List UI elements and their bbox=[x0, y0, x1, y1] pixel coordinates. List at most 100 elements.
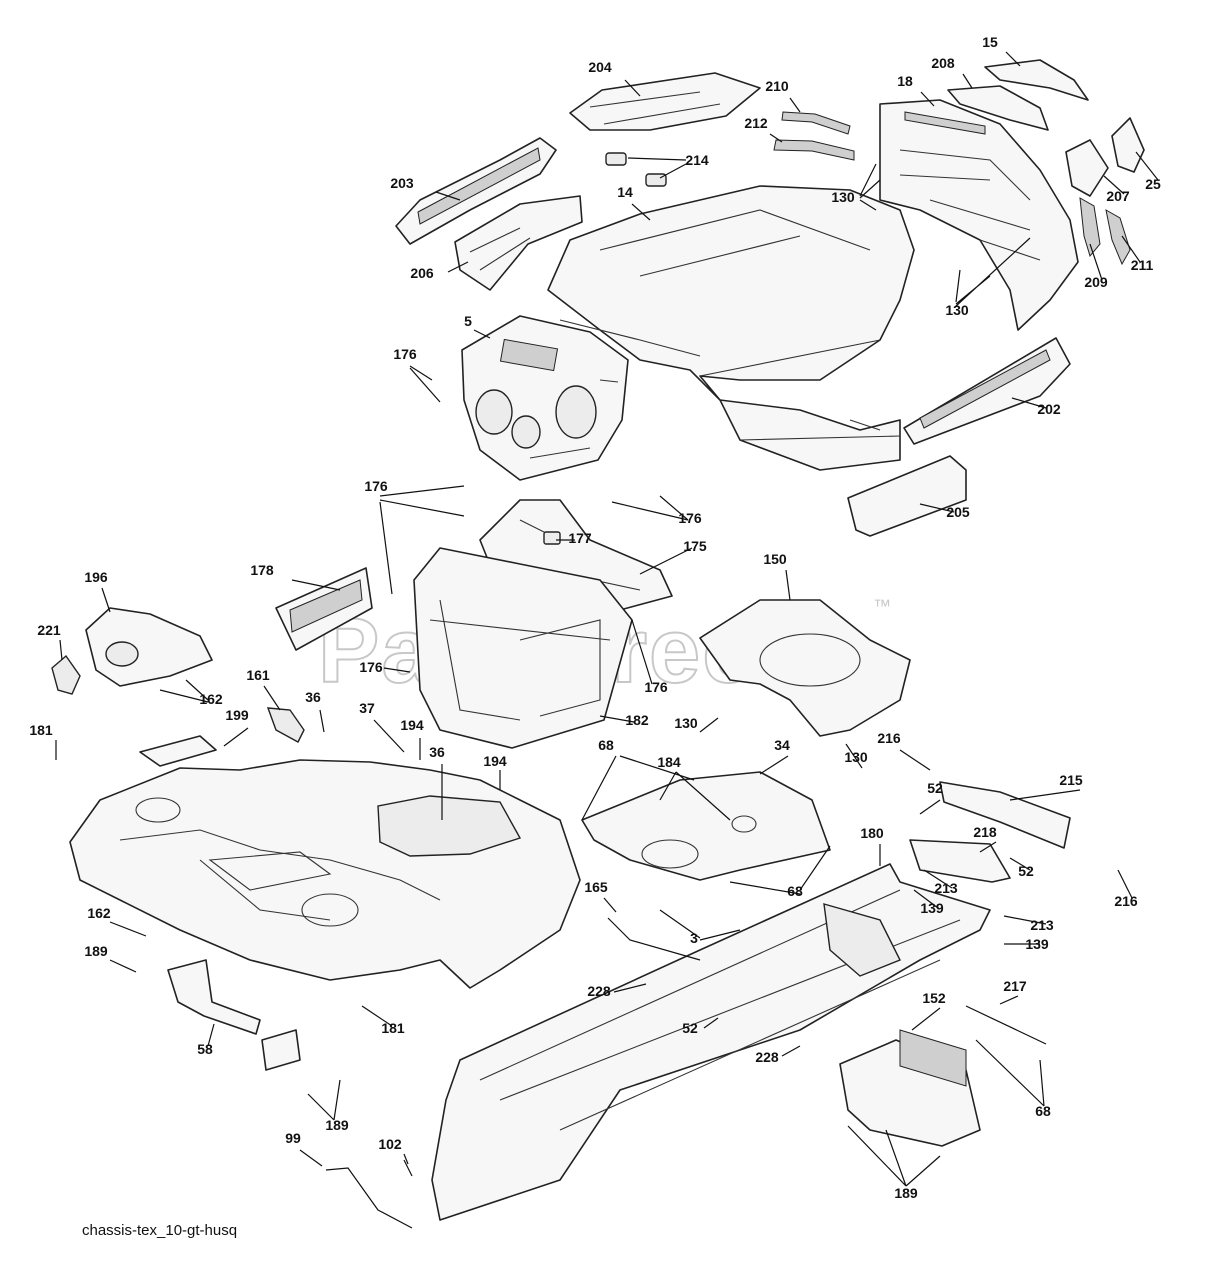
part-102[interactable] bbox=[403, 1159, 413, 1177]
part-99[interactable] bbox=[325, 1167, 413, 1229]
callout-3[interactable]: 3 bbox=[690, 930, 698, 946]
callout-181[interactable]: 181 bbox=[29, 722, 53, 738]
callout-139[interactable]: 139 bbox=[920, 900, 944, 916]
part-212[interactable] bbox=[773, 139, 855, 161]
callout-210[interactable]: 210 bbox=[765, 78, 789, 94]
callout-221[interactable]: 221 bbox=[37, 622, 61, 638]
callout-189[interactable]: 189 bbox=[84, 943, 108, 959]
callout-52[interactable]: 52 bbox=[1018, 863, 1034, 879]
part-206[interactable] bbox=[454, 195, 583, 291]
part-14[interactable] bbox=[547, 185, 915, 471]
callout-215[interactable]: 215 bbox=[1059, 772, 1083, 788]
part-182[interactable] bbox=[413, 547, 633, 749]
callout-52[interactable]: 52 bbox=[927, 780, 943, 796]
callout-176[interactable]: 176 bbox=[678, 510, 702, 526]
part-177[interactable] bbox=[543, 531, 561, 545]
part-178[interactable] bbox=[275, 567, 373, 651]
callout-162[interactable]: 162 bbox=[199, 691, 223, 707]
part-215[interactable] bbox=[939, 781, 1071, 849]
callout-68[interactable]: 68 bbox=[787, 883, 803, 899]
callout-218[interactable]: 218 bbox=[973, 824, 997, 840]
part-161[interactable] bbox=[266, 707, 305, 743]
part-5[interactable] bbox=[461, 315, 629, 481]
part-221[interactable] bbox=[51, 654, 81, 695]
callout-184[interactable]: 184 bbox=[657, 754, 681, 770]
part-58[interactable] bbox=[167, 959, 301, 1071]
part-208[interactable] bbox=[947, 85, 1049, 131]
callout-5[interactable]: 5 bbox=[464, 313, 472, 329]
callout-176[interactable]: 176 bbox=[393, 346, 417, 362]
callout-213[interactable]: 213 bbox=[1030, 917, 1054, 933]
callout-207[interactable]: 207 bbox=[1106, 188, 1130, 204]
part-211[interactable] bbox=[1105, 209, 1131, 266]
callout-216[interactable]: 216 bbox=[877, 730, 901, 746]
part-152[interactable] bbox=[839, 1029, 981, 1147]
part-196[interactable] bbox=[85, 607, 213, 687]
callout-36[interactable]: 36 bbox=[305, 689, 321, 705]
part-18[interactable] bbox=[879, 99, 1079, 331]
part-34[interactable] bbox=[581, 771, 831, 881]
callout-204[interactable]: 204 bbox=[588, 59, 612, 75]
callout-228[interactable]: 228 bbox=[587, 983, 611, 999]
callout-68[interactable]: 68 bbox=[598, 737, 614, 753]
callout-130[interactable]: 130 bbox=[831, 189, 855, 205]
part-203[interactable] bbox=[395, 137, 557, 245]
callout-152[interactable]: 152 bbox=[922, 990, 946, 1006]
part-180[interactable] bbox=[431, 863, 991, 1221]
callout-196[interactable]: 196 bbox=[84, 569, 108, 585]
callout-180[interactable]: 180 bbox=[860, 825, 884, 841]
callout-189[interactable]: 189 bbox=[325, 1117, 349, 1133]
callout-139[interactable]: 139 bbox=[1025, 936, 1049, 952]
part-165[interactable] bbox=[607, 917, 701, 961]
callout-130[interactable]: 130 bbox=[945, 302, 969, 318]
part-202[interactable] bbox=[903, 337, 1071, 445]
part-207[interactable] bbox=[1065, 139, 1109, 197]
callout-228[interactable]: 228 bbox=[755, 1049, 779, 1065]
callout-102[interactable]: 102 bbox=[378, 1136, 402, 1152]
part-199[interactable] bbox=[139, 735, 217, 767]
callout-177[interactable]: 177 bbox=[568, 530, 592, 546]
part-210[interactable] bbox=[781, 111, 851, 135]
part-205[interactable] bbox=[847, 455, 967, 537]
callout-25[interactable]: 25 bbox=[1145, 176, 1161, 192]
callout-176[interactable]: 176 bbox=[359, 659, 383, 675]
callout-203[interactable]: 203 bbox=[390, 175, 414, 191]
part-204[interactable] bbox=[569, 72, 761, 131]
callout-208[interactable]: 208 bbox=[931, 55, 955, 71]
callout-161[interactable]: 161 bbox=[246, 667, 270, 683]
callout-15[interactable]: 15 bbox=[982, 34, 998, 50]
callout-216[interactable]: 216 bbox=[1114, 893, 1138, 909]
callout-206[interactable]: 206 bbox=[410, 265, 434, 281]
callout-178[interactable]: 178 bbox=[250, 562, 274, 578]
callout-189[interactable]: 189 bbox=[894, 1185, 918, 1201]
callout-150[interactable]: 150 bbox=[763, 551, 787, 567]
callout-213[interactable]: 213 bbox=[934, 880, 958, 896]
callout-162[interactable]: 162 bbox=[87, 905, 111, 921]
callout-52[interactable]: 52 bbox=[682, 1020, 698, 1036]
part-150[interactable] bbox=[699, 599, 911, 737]
callout-165[interactable]: 165 bbox=[584, 879, 608, 895]
callout-182[interactable]: 182 bbox=[625, 712, 649, 728]
part-209[interactable] bbox=[1079, 197, 1101, 258]
callout-34[interactable]: 34 bbox=[774, 737, 790, 753]
callout-209[interactable]: 209 bbox=[1084, 274, 1108, 290]
part-25[interactable] bbox=[1111, 117, 1145, 173]
part-218[interactable] bbox=[909, 839, 1011, 883]
callout-202[interactable]: 202 bbox=[1037, 401, 1061, 417]
callout-175[interactable]: 175 bbox=[683, 538, 707, 554]
callout-130[interactable]: 130 bbox=[674, 715, 698, 731]
callout-217[interactable]: 217 bbox=[1003, 978, 1027, 994]
callout-176[interactable]: 176 bbox=[364, 478, 388, 494]
callout-211[interactable]: 211 bbox=[1131, 257, 1154, 273]
callout-194[interactable]: 194 bbox=[483, 753, 507, 769]
callout-130[interactable]: 130 bbox=[844, 749, 868, 765]
part-217[interactable] bbox=[965, 1005, 1047, 1045]
callout-199[interactable]: 199 bbox=[225, 707, 249, 723]
callout-181[interactable]: 181 bbox=[381, 1020, 405, 1036]
callout-212[interactable]: 212 bbox=[744, 115, 768, 131]
callout-194[interactable]: 194 bbox=[400, 717, 424, 733]
callout-37[interactable]: 37 bbox=[359, 700, 375, 716]
callout-58[interactable]: 58 bbox=[197, 1041, 213, 1057]
callout-176[interactable]: 176 bbox=[644, 679, 668, 695]
callout-99[interactable]: 99 bbox=[285, 1130, 301, 1146]
